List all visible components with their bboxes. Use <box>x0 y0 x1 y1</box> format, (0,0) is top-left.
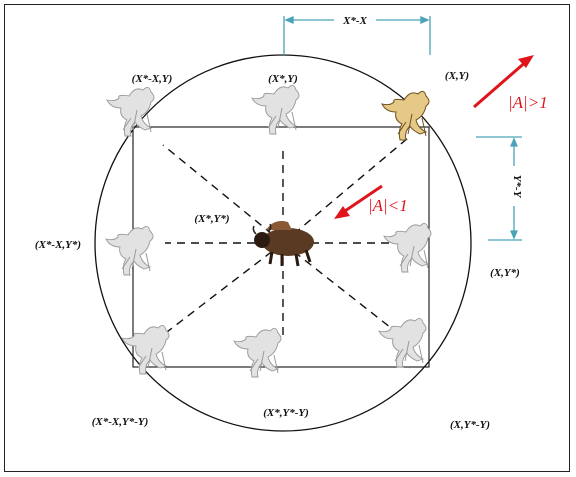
label-top-left: (X*-X,Y) <box>132 73 173 85</box>
label-top-right: (X,Y) <box>445 70 469 82</box>
search-circle <box>94 54 472 432</box>
wolf-icon <box>381 90 430 141</box>
arrow-inward <box>334 184 383 219</box>
label-top-middle: (X*,Y) <box>268 73 298 85</box>
label-bottom-middle: (X*,Y*-Y) <box>263 407 309 419</box>
top-dimension-label: X*-X <box>342 15 368 27</box>
abs-a-less-label: |A|<1 <box>368 196 408 215</box>
top-dimension <box>283 16 431 55</box>
label-center: (X*,Y*) <box>194 213 229 225</box>
bison-icon <box>252 221 314 267</box>
abs-a-greater-label: |A|>1 <box>508 93 548 112</box>
wolf-icon <box>378 317 427 368</box>
label-bottom-right: (X,Y*-Y) <box>450 419 490 431</box>
wolf-icon <box>105 225 154 276</box>
wolf-icon <box>121 324 170 375</box>
wolf-icon <box>233 327 282 378</box>
arrow-outward <box>473 55 534 109</box>
label-middle-right: (X,Y*) <box>490 267 520 279</box>
wolf-icon <box>383 222 432 273</box>
label-middle-left: (X*-X,Y*) <box>35 239 81 251</box>
label-bottom-left: (X*-X,Y*-Y) <box>92 416 149 428</box>
wolf-icon <box>106 86 155 137</box>
right-dimension-label: Y*-Y <box>511 175 523 199</box>
